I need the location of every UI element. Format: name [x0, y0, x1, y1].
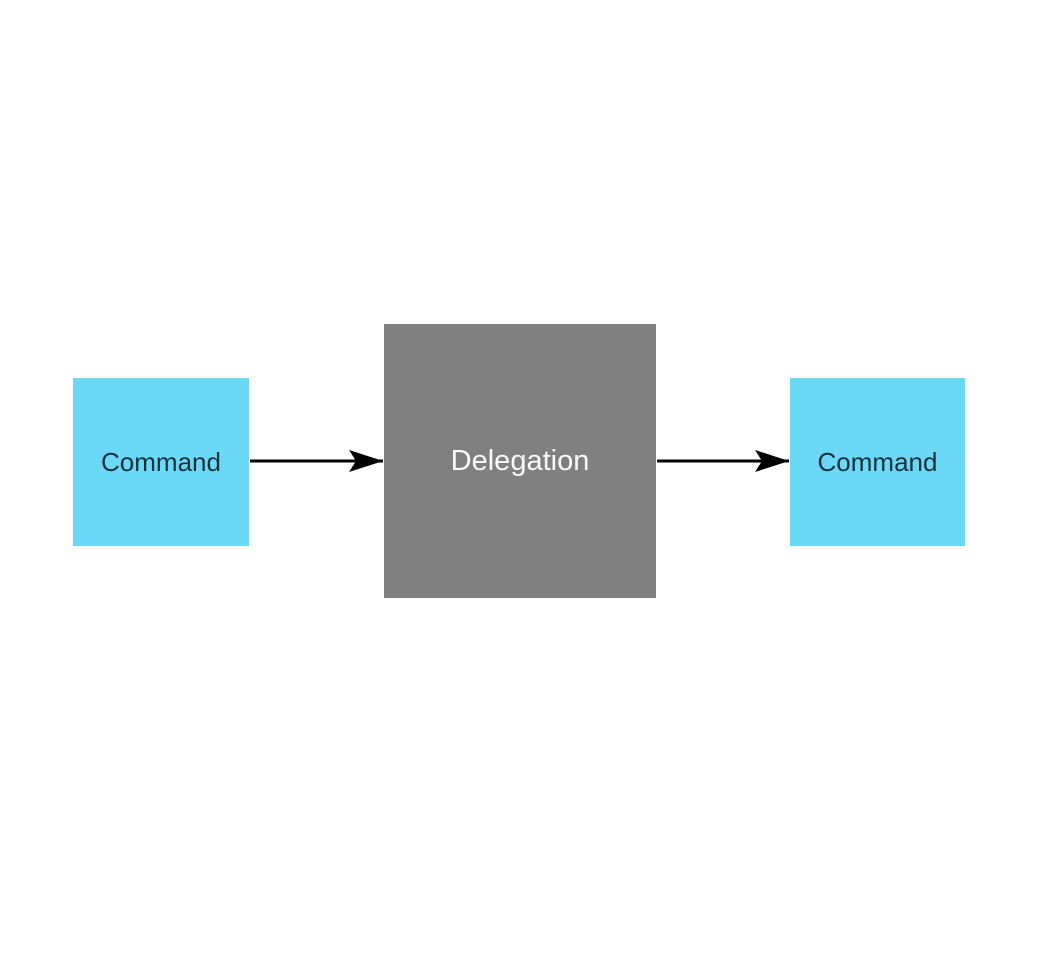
node-command-right: Command — [790, 378, 965, 546]
node-command-left-label: Command — [101, 446, 221, 477]
node-delegation-label: Delegation — [450, 444, 590, 477]
node-delegation: Delegation — [384, 324, 656, 598]
node-command-right-label: Command — [817, 446, 938, 477]
node-command-left: Command — [73, 378, 249, 546]
